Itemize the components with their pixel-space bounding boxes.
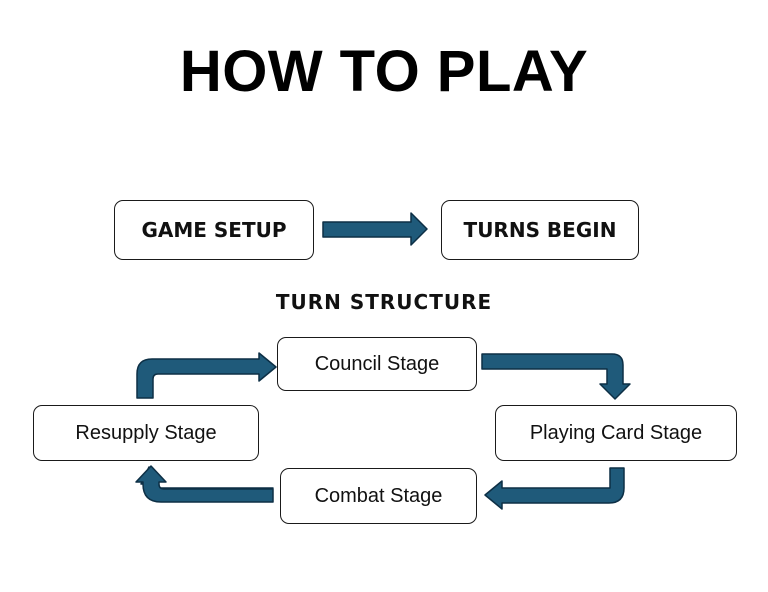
combat-stage-label: Combat Stage: [314, 484, 443, 507]
resupply-stage-box: Resupply Stage: [33, 405, 259, 461]
turns-begin-label: TURNS BEGIN: [463, 218, 617, 242]
combat-stage-box: Combat Stage: [280, 468, 477, 524]
council-stage-box: Council Stage: [277, 337, 477, 391]
turns-begin-box: TURNS BEGIN: [441, 200, 639, 260]
council-stage-label: Council Stage: [314, 352, 440, 375]
resupply-stage-label: Resupply Stage: [75, 421, 217, 444]
arrow-council-to-playing-card: [481, 353, 631, 400]
playing-card-stage-label: Playing Card Stage: [529, 421, 703, 444]
arrow-combat-to-resupply-body: [135, 465, 274, 503]
turn-structure-heading: TURN STRUCTURE: [275, 290, 493, 314]
arrow-resupply-to-council: [136, 352, 277, 399]
game-setup-label: GAME SETUP: [141, 218, 287, 242]
arrow-playing-card-to-combat: [484, 467, 625, 510]
game-setup-box: GAME SETUP: [114, 200, 314, 260]
playing-card-stage-box: Playing Card Stage: [495, 405, 737, 461]
arrow-setup-to-turns: [322, 212, 428, 246]
page-title: HOW TO PLAY: [179, 39, 589, 104]
